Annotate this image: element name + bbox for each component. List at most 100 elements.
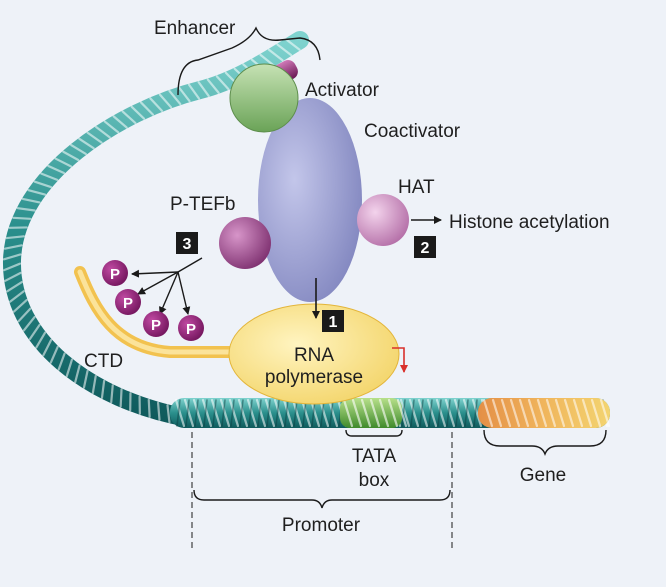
helix-rung: [464, 399, 469, 427]
enhancer-bracket: [177, 26, 321, 96]
rna-polymerase-label-line1: RNA: [294, 345, 334, 366]
helix-rung: [255, 398, 267, 428]
coactivator: [258, 98, 362, 302]
helix-rung: [91, 374, 97, 395]
phosphate-4: P: [178, 315, 204, 341]
helix-rung: [545, 398, 557, 428]
helix-rung: [273, 398, 285, 428]
helix-rung: [518, 398, 530, 428]
helix-rung: [581, 398, 593, 428]
helix-rung: [284, 399, 289, 427]
helix-rung: [62, 150, 80, 162]
hat: [357, 194, 409, 246]
gene-label: Gene: [520, 465, 566, 486]
tata-label-line1: TATA: [352, 446, 397, 467]
helix-rung: [33, 180, 53, 189]
gene-bracket: [483, 429, 607, 456]
tata-bracket: [345, 429, 403, 437]
helix-rung: [491, 398, 503, 428]
helix-rung: [248, 399, 253, 427]
helix-rung: [197, 81, 210, 98]
helix-rung: [9, 290, 25, 303]
helix-rung: [257, 399, 262, 427]
helix-rung: [35, 331, 47, 349]
step-2-label: 2: [421, 240, 430, 257]
helix-rung: [284, 38, 301, 51]
helix-rung: [419, 399, 424, 427]
helix-rung: [194, 399, 199, 427]
helix-rung: [100, 379, 106, 399]
helix-rung: [500, 398, 512, 428]
rna-polymerase-label-line2: polymerase: [265, 367, 363, 388]
helix-rung: [590, 398, 602, 428]
helix-rung: [401, 399, 406, 427]
ptefb-label: P-TEFb: [170, 194, 235, 215]
helix-rung: [266, 399, 271, 427]
helix-rung: [221, 399, 226, 427]
helix-rung: [86, 131, 103, 144]
helix-rung: [130, 105, 146, 120]
gene-rungs: [482, 398, 611, 428]
helix-rung: [509, 398, 521, 428]
helix-rung: [78, 137, 95, 150]
helix-rung: [327, 398, 339, 428]
helix-rung: [410, 399, 415, 427]
helix-rung: [527, 398, 539, 428]
helix-rung: [185, 399, 190, 427]
helix-rung: [387, 398, 399, 428]
helix-rung: [396, 398, 408, 428]
dna-loop: [2, 31, 309, 427]
step-3-label: 3: [183, 236, 192, 253]
helix-rung: [300, 398, 312, 428]
helix-rung: [228, 398, 240, 428]
helix-rung: [82, 369, 89, 389]
step-3-marker: [176, 232, 198, 254]
helix-rung: [276, 43, 293, 57]
helix-rung: [16, 207, 36, 212]
helix-rung: [2, 253, 22, 261]
helix-rung: [446, 399, 451, 427]
phosphate-1-label: P: [110, 266, 120, 283]
helix-rung: [6, 281, 23, 293]
helix-rung: [473, 399, 478, 427]
phosphate-groups: P P P P: [102, 260, 204, 341]
helix-rung: [183, 398, 195, 428]
phosphorylation-arrows: [131, 257, 203, 315]
phosphate-3: P: [143, 311, 169, 337]
helix-rung: [119, 388, 123, 408]
tata-label-line2: box: [359, 470, 390, 491]
helix-rung: [49, 345, 59, 364]
helix-rung: [203, 399, 208, 427]
hat-label: HAT: [398, 177, 435, 198]
helix-rung: [282, 398, 294, 428]
helix-rung: [471, 398, 483, 428]
activator: [229, 63, 299, 133]
helix-rung: [22, 315, 36, 332]
histone-acetylation-label: Histone acetylation: [449, 212, 610, 233]
step-2-marker: [414, 236, 436, 258]
helix-rung: [110, 384, 114, 404]
helix-rung: [12, 216, 32, 220]
helix-rung: [27, 189, 47, 196]
helix-rung: [192, 398, 204, 428]
helix-rung: [462, 398, 474, 428]
helix-rung: [4, 271, 22, 282]
helix-rung: [408, 398, 420, 428]
promoter-bracket: [193, 489, 451, 509]
helix-rung: [342, 398, 354, 428]
helix-rung: [455, 399, 460, 427]
phosphate-1: P: [102, 260, 128, 286]
step-1-marker: [322, 310, 344, 332]
helix-rung: [47, 164, 66, 175]
helix-rung: [435, 398, 447, 428]
helix-rung: [378, 398, 390, 428]
helix-rung: [121, 110, 137, 125]
helix-rung: [293, 399, 298, 427]
phosphate-2: P: [115, 289, 141, 315]
phosphate-2-label: P: [123, 295, 133, 312]
promoter-label: Promoter: [282, 515, 361, 536]
ctd-tail-highlight: [77, 269, 263, 355]
helix-rung: [65, 358, 74, 378]
helix-rung: [57, 352, 66, 371]
